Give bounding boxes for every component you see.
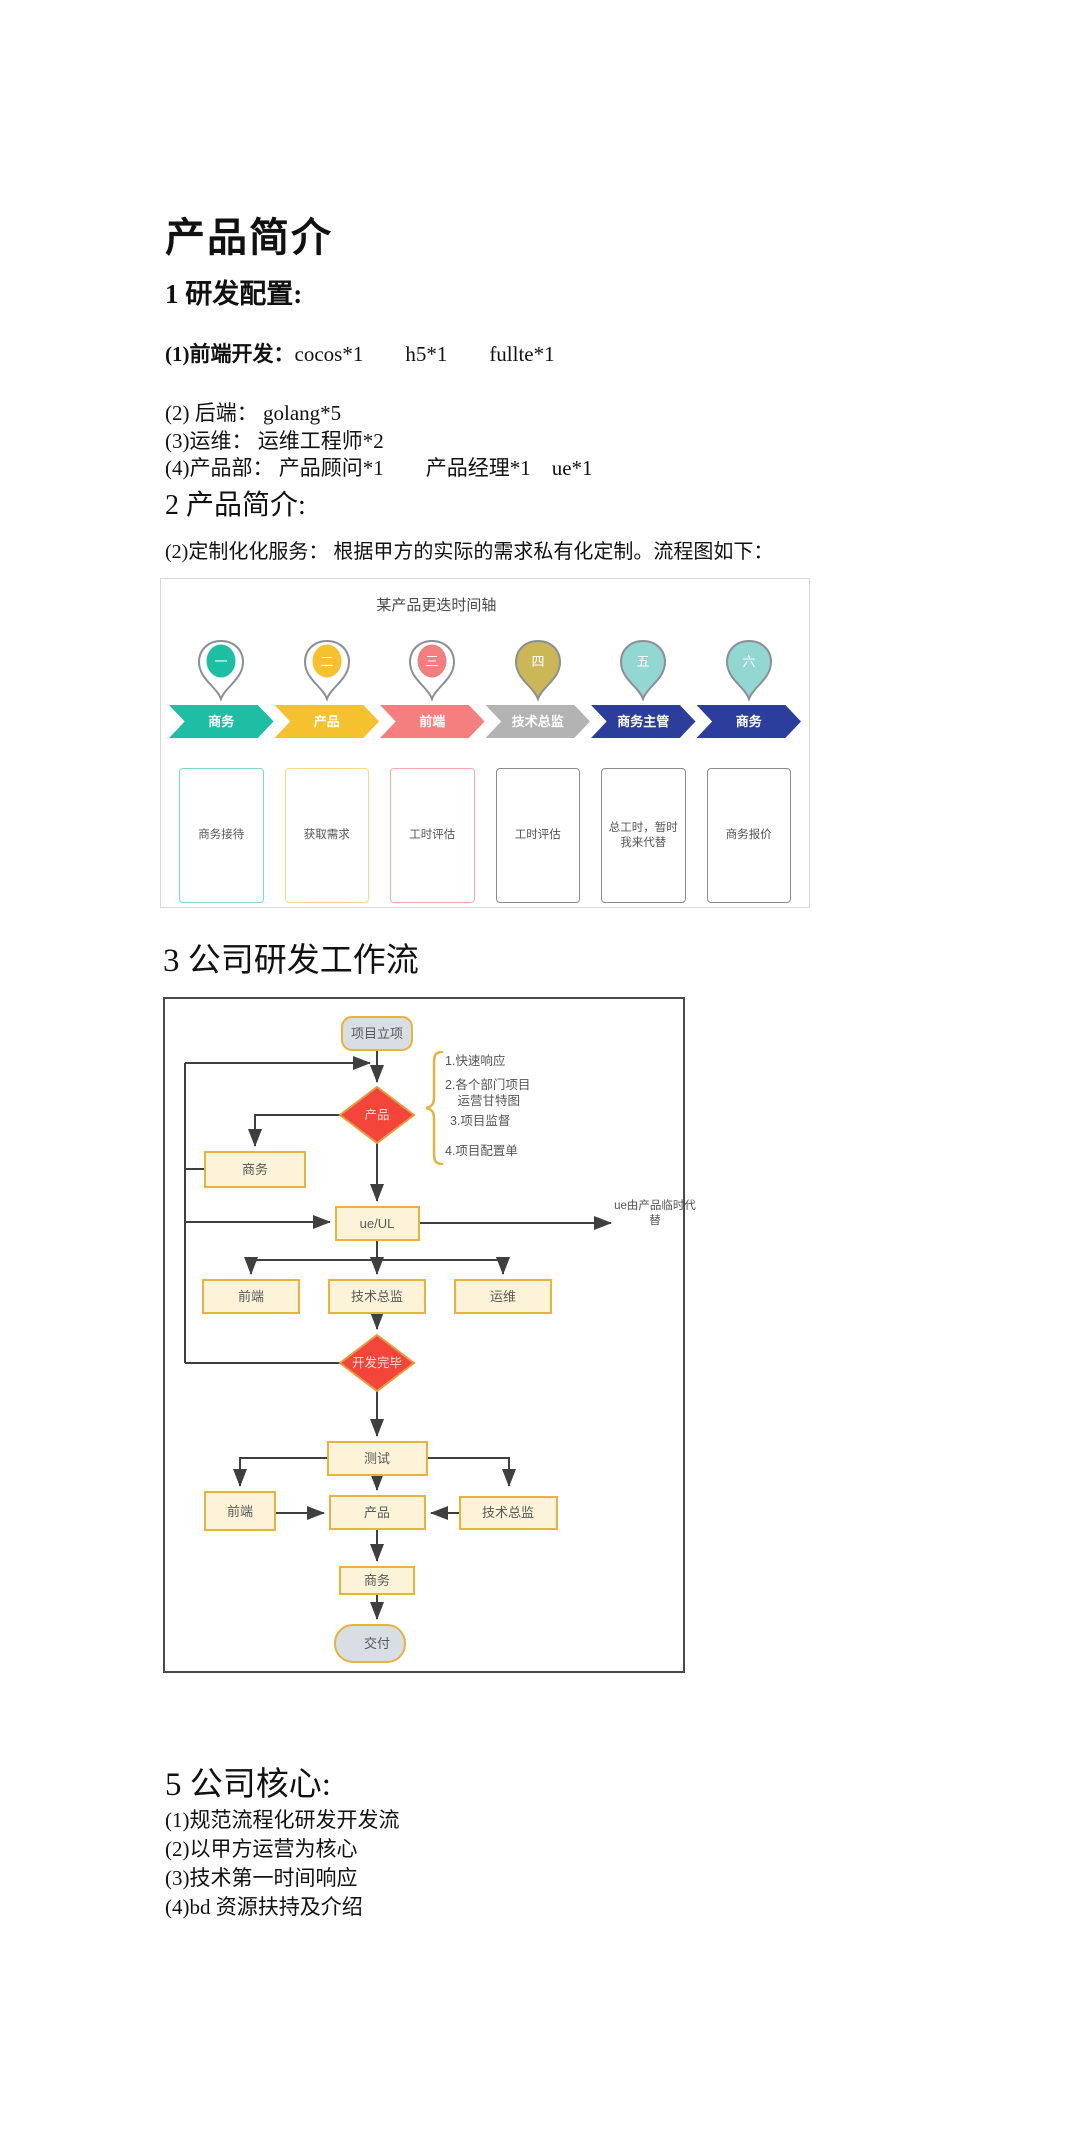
flow-node-biz2 [339, 1566, 415, 1595]
pin-marker-icon: 六 [725, 639, 772, 701]
section5-item-2: (2)以甲方运营为核心 [165, 1837, 358, 1861]
timeline-chevron: 商务 [169, 705, 274, 738]
timeline-step-4: 四 技术总监 工时评估 [485, 579, 590, 907]
svg-text:技术总监: 技术总监 [482, 1505, 534, 1520]
section1-line3: (3)运维： 运维工程师*2 [165, 429, 384, 453]
workflow-annotation-4: 4.项目配置单 [445, 1144, 518, 1158]
pin-marker-icon: 二 [303, 639, 350, 701]
timeline-card: 总工时，暂时我来代替 [601, 768, 686, 903]
timeline-card: 商务接待 [179, 768, 264, 903]
arrow-test-to-frontend-bot [233, 1457, 328, 1487]
section1-line2: (2) 后端： golang*5 [165, 401, 342, 425]
timeline-card: 商务报价 [706, 768, 791, 903]
svg-text:前端: 前端 [227, 1504, 253, 1519]
pin-marker-icon: 三 [409, 639, 456, 701]
pin-marker-icon: 四 [514, 639, 561, 701]
timeline-diagram: 某产品更迭时间轴 一 商务 商务接待 二 产品 获取需求 三 [160, 578, 810, 908]
timeline-card: 工时评估 [390, 768, 475, 903]
svg-text:项目立项: 项目立项 [351, 1026, 403, 1041]
section3-heading: 3 公司研发工作流 [163, 943, 419, 979]
svg-text:开发完毕: 开发完毕 [352, 1355, 402, 1370]
timeline-step-1: 一 商务 商务接待 [169, 579, 274, 907]
arrow-decision1-to-biz1 [248, 1114, 340, 1147]
timeline-card: 获取需求 [284, 768, 369, 903]
svg-text:五: 五 [637, 654, 650, 669]
section1-line4: (4)产品部： 产品顾问*1 产品经理*1 ue*1 [165, 456, 593, 480]
svg-text:前端: 前端 [238, 1289, 264, 1304]
flow-decision-devdone [338, 1333, 416, 1393]
workflow-annotation-1: 1.快速响应 [445, 1054, 506, 1068]
timeline-chevron: 商务主管 [591, 705, 696, 738]
svg-text:商务: 商务 [242, 1162, 268, 1177]
section2-heading: 2 产品简介: [165, 490, 306, 521]
timeline-columns: 一 商务 商务接待 二 产品 获取需求 三 前端 工时评估 [169, 579, 801, 907]
svg-text:ue/UL: ue/UL [360, 1216, 395, 1231]
svg-text:交付: 交付 [364, 1636, 390, 1651]
flow-node-frontend-bot [204, 1491, 276, 1531]
section5-heading: 5 公司核心: [165, 1767, 331, 1803]
svg-text:一: 一 [215, 654, 228, 669]
svg-text:产品: 产品 [364, 1505, 390, 1520]
pin-marker-icon: 五 [620, 639, 667, 701]
svg-text:产品: 产品 [364, 1108, 389, 1122]
timeline-chevron: 商务 [696, 705, 801, 738]
section5-list: (1)规范流程化研发开发流 (2)以甲方运营为核心 (3)技术第一时间响应 (4… [165, 1806, 400, 1922]
workflow-annotation-3: 3.项目监督 [450, 1114, 511, 1128]
flow-node-start [341, 1016, 413, 1051]
annotation-brace [425, 1050, 444, 1166]
timeline-chevron: 产品 [274, 705, 379, 738]
section1-heading: 1 研发配置: [165, 279, 303, 309]
section5-item-1: (1)规范流程化研发开发流 [165, 1808, 400, 1832]
timeline-chevron: 技术总监 [485, 705, 590, 738]
svg-text:商务: 商务 [364, 1573, 390, 1588]
flow-node-cto-mid [328, 1279, 426, 1314]
flow-decision-product [338, 1085, 416, 1145]
svg-text:六: 六 [742, 654, 755, 669]
flow-node-ue [335, 1206, 420, 1241]
workflow-annotation-2: 2.各个部门项目 运营甘特图 [445, 1078, 531, 1108]
svg-text:运维: 运维 [490, 1289, 516, 1304]
section5-item-4: (4)bd 资源扶持及介绍 [165, 1895, 363, 1919]
flow-node-biz1 [204, 1151, 306, 1188]
timeline-step-6: 六 商务 商务报价 [696, 579, 801, 907]
timeline-step-2: 二 产品 获取需求 [274, 579, 379, 907]
timeline-step-3: 三 前端 工时评估 [380, 579, 485, 907]
section2-line: (2)定制化化服务： 根据甲方的实际的需求私有化定制。流程图如下： [165, 541, 774, 563]
svg-text:测试: 测试 [364, 1451, 390, 1466]
ue-split-line [251, 1240, 503, 1261]
timeline-chevron: 前端 [380, 705, 485, 738]
line1-label: (1)前端开发： [165, 342, 295, 366]
svg-text:三: 三 [426, 654, 439, 669]
timeline-card: 工时评估 [495, 768, 580, 903]
section5-item-3: (3)技术第一时间响应 [165, 1866, 358, 1890]
flow-node-test [327, 1441, 428, 1476]
svg-text:技术总监: 技术总监 [351, 1289, 403, 1304]
svg-text:二: 二 [320, 654, 333, 669]
arrow-test-to-cto-bot [427, 1457, 516, 1487]
pin-marker-icon: 一 [198, 639, 245, 701]
timeline-step-5: 五 商务主管 总工时，暂时我来代替 [591, 579, 696, 907]
flow-node-end [334, 1624, 406, 1663]
workflow-flowchart: 项目立项 产品 商务 ue/UL 前端 技术总监 运维 开发完毕 测试 前端 产… [163, 997, 685, 1673]
svg-text:四: 四 [531, 654, 544, 669]
flowchart-canvas: 项目立项 产品 商务 ue/UL 前端 技术总监 运维 开发完毕 测试 前端 产… [184, 1016, 612, 1663]
page-title: 产品简介 [165, 215, 333, 260]
section1-line1: (1)前端开发：cocos*1 h5*1 fullte*1 [165, 338, 555, 368]
flow-node-cto-bot [459, 1496, 558, 1530]
flow-node-frontend-mid [202, 1279, 300, 1314]
flow-node-product-bot [329, 1495, 426, 1530]
workflow-side-label: ue由产品临时代替 [614, 1200, 696, 1227]
flow-node-ops-mid [454, 1279, 552, 1314]
timeline-title: 某产品更迭时间轴 [376, 597, 497, 614]
line1-value: cocos*1 h5*1 fullte*1 [294, 342, 555, 366]
